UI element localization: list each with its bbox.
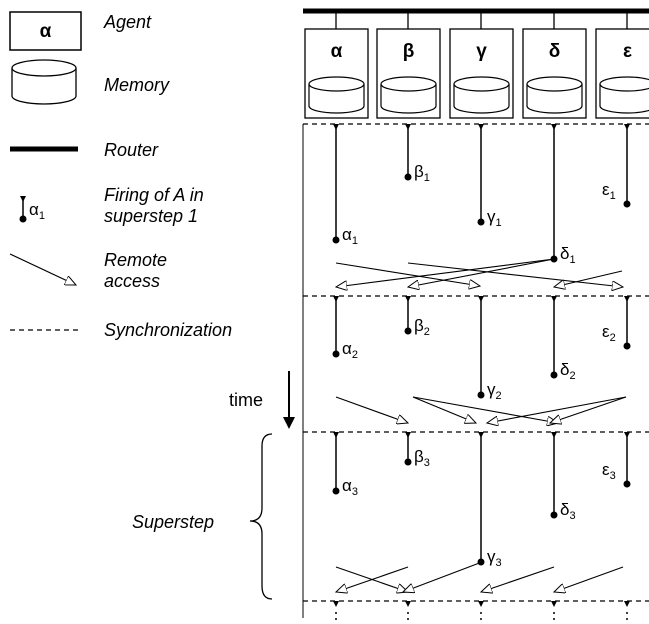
legend-firing-text-1: Firing of A in: [104, 185, 204, 205]
legend-memory-cylinder: [11, 59, 77, 105]
legend-memory-label: Memory: [104, 75, 170, 95]
firing-superstep1-3: δ1: [550, 124, 576, 266]
legend-router-label: Router: [104, 140, 159, 160]
agent-label-beta: β: [403, 41, 415, 62]
sync-barriers: [303, 123, 649, 602]
firing-superstep1-4: ε1: [602, 124, 631, 208]
remote-access-arrow: [335, 262, 480, 286]
continuation-marks: [333, 601, 630, 620]
firing-label: α1: [342, 225, 358, 247]
legend-remote-text-1: Remote: [104, 250, 167, 270]
legend-firing-label: α1: [29, 200, 45, 222]
remote-access-arrow: [407, 262, 623, 287]
firing-label: ε1: [602, 180, 616, 202]
firing-superstep3-0: α3: [332, 432, 358, 498]
remote-access-arrow: [403, 561, 483, 592]
remote-access-arrow: [412, 396, 476, 423]
time-label: time: [229, 390, 263, 410]
agent-unit-alpha: α: [304, 28, 369, 119]
agent-units: α β γ δ ε: [304, 28, 649, 119]
curly-brace-icon: [249, 433, 273, 600]
remote-access-arrow: [554, 566, 624, 592]
firing-label: β1: [414, 162, 430, 184]
firing-superstep2-2: γ2: [477, 296, 502, 402]
remote-access-arrow: [554, 270, 623, 287]
legend-agent-symbol: α: [40, 21, 52, 42]
legend-agent-label: Agent: [103, 12, 152, 32]
firing-superstep1-2: γ1: [477, 124, 502, 229]
remote-access-arrow: [408, 258, 555, 287]
agent-label-alpha: α: [331, 41, 343, 62]
remote-access-arrow: [336, 258, 555, 287]
firings-layer: α1 β1 γ1 δ1 ε1 α2 β2 γ2 δ2 ε2 α3 β3 γ3 δ3 ε3: [332, 124, 631, 569]
agent-unit-beta: β: [376, 28, 441, 119]
firing-superstep2-4: ε2: [602, 296, 631, 350]
firing-superstep1-1: β1: [404, 124, 430, 184]
remote-access-arrow: [481, 566, 555, 592]
legend-remote-text-2: access: [104, 271, 160, 291]
firing-label: γ3: [487, 547, 502, 569]
firing-superstep3-4: ε3: [602, 432, 631, 488]
firing-label: α2: [342, 339, 358, 361]
legend-sync-label: Synchronization: [104, 320, 232, 340]
firing-label: ε3: [602, 460, 616, 482]
superstep-label: Superstep: [132, 512, 214, 532]
firing-superstep3-3: δ3: [550, 432, 576, 522]
firing-label: β2: [414, 316, 430, 338]
legend: α Agent Memory Router α1 Firing of A in …: [9, 11, 232, 340]
firing-label: α3: [342, 476, 358, 498]
time-indicator: time: [229, 371, 295, 429]
firing-superstep3-2: γ3: [477, 432, 502, 569]
remote-access-arrow: [487, 396, 627, 423]
superstep-brace: Superstep: [132, 433, 273, 600]
firing-superstep2-3: δ2: [550, 296, 576, 382]
agent-label-delta: δ: [549, 41, 561, 62]
agent-unit-epsilon: ε: [595, 28, 649, 119]
agent-label-gamma: γ: [476, 41, 487, 62]
legend-firing-symbol: [19, 196, 27, 223]
firing-label: β3: [414, 447, 430, 469]
agent-label-epsilon: ε: [623, 41, 632, 62]
firing-label: γ2: [487, 380, 502, 402]
firing-label: δ2: [560, 360, 576, 382]
remote-access-arrows: [335, 258, 627, 592]
firing-label: ε2: [602, 322, 616, 344]
agent-unit-gamma: γ: [449, 28, 514, 119]
remote-access-arrow: [412, 396, 558, 423]
legend-firing-text-2: superstep 1: [104, 206, 198, 226]
legend-agent-box: [9, 11, 82, 51]
legend-remote-arrow: [9, 253, 76, 286]
remote-access-arrow: [336, 566, 409, 592]
firing-superstep1-0: α1: [332, 124, 358, 247]
remote-access-arrow: [550, 396, 627, 423]
remote-access-arrow: [335, 396, 408, 423]
firing-label: γ1: [487, 207, 502, 229]
agent-unit-delta: δ: [522, 28, 587, 119]
firing-label: δ3: [560, 500, 576, 522]
firing-superstep2-1: β2: [404, 296, 430, 338]
firing-superstep2-0: α2: [332, 296, 358, 361]
firing-superstep3-1: β3: [404, 432, 430, 469]
router-connectors: [335, 11, 628, 29]
firing-label: δ1: [560, 244, 576, 266]
